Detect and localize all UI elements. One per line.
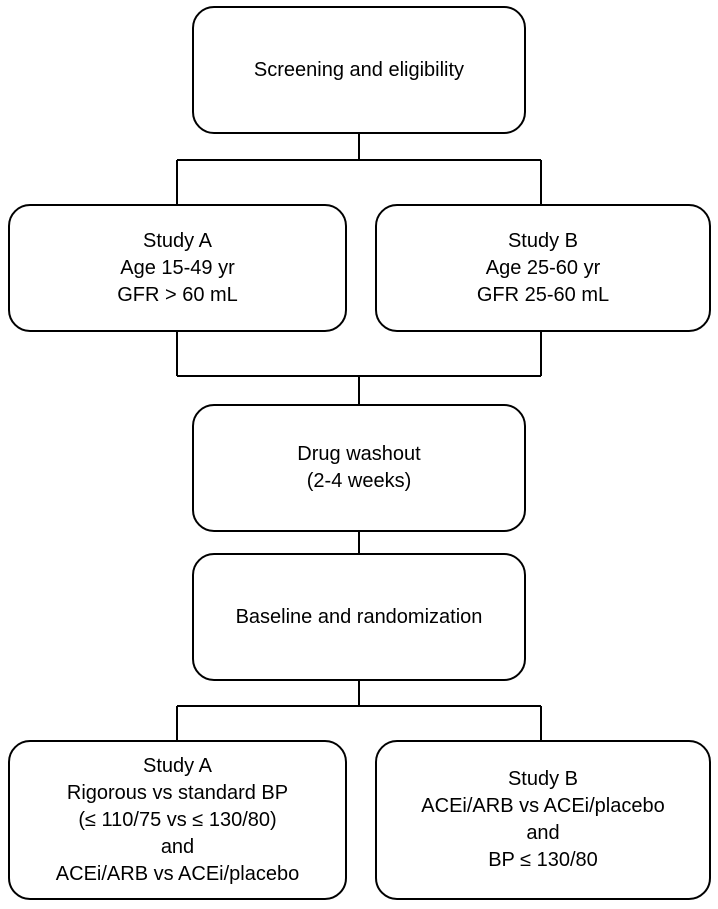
screening-label: Screening and eligibility bbox=[253, 58, 465, 81]
screening-box: Screening and eligibility bbox=[192, 6, 526, 134]
study-a-arms-drug-comparison: ACEi/ARB vs ACEi/placebo bbox=[55, 862, 300, 885]
study-b-age: Age 25-60 yr bbox=[485, 256, 601, 279]
washout-duration: (2-4 weeks) bbox=[306, 470, 412, 492]
study-b-arms-and: and bbox=[526, 822, 560, 844]
study-b-arms-box: Study B ACEi/ARB vs ACEi/placebo and BP … bbox=[375, 740, 711, 900]
washout-box: Drug washout (2-4 weeks) bbox=[192, 404, 526, 532]
study-b-arms-bp-target: BP ≤ 130/80 bbox=[488, 849, 598, 871]
baseline-box: Baseline and randomization bbox=[192, 553, 526, 681]
study-a-arms-bp-comparison: Rigorous vs standard BP bbox=[66, 781, 289, 804]
study-b-criteria-box: Study B Age 25-60 yr GFR 25-60 mL bbox=[375, 204, 711, 332]
study-a-arms-box: Study A Rigorous vs standard BP (≤ 110/7… bbox=[8, 740, 347, 900]
study-b-arms-title: Study B bbox=[507, 768, 579, 790]
study-a-arms-title: Study A bbox=[143, 754, 212, 777]
study-b-arms-drug-comparison: ACEi/ARB vs ACEi/placebo bbox=[421, 795, 665, 817]
study-a-gfr: GFR > 60 mL bbox=[117, 283, 238, 306]
study-b-gfr: GFR 25-60 mL bbox=[476, 283, 610, 306]
study-a-arms-and: and bbox=[160, 835, 195, 858]
washout-label: Drug washout bbox=[297, 443, 421, 465]
study-a-age: Age 15-49 yr bbox=[120, 256, 235, 279]
study-a-arms-bp-targets: (≤ 110/75 vs ≤ 130/80) bbox=[78, 808, 277, 831]
study-a-title: Study A bbox=[143, 229, 212, 252]
study-b-title: Study B bbox=[507, 229, 579, 252]
study-a-criteria-box: Study A Age 15-49 yr GFR > 60 mL bbox=[8, 204, 347, 332]
baseline-label: Baseline and randomization bbox=[235, 605, 483, 628]
